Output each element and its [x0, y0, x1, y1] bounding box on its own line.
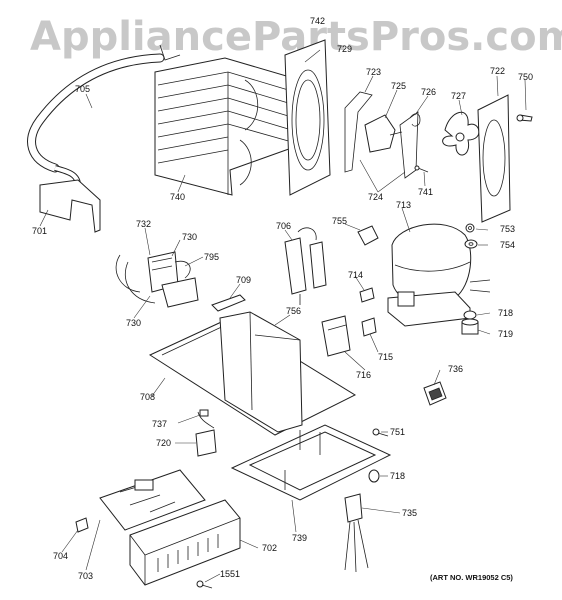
part-755-grommet[interactable]: [357, 225, 379, 246]
callout-705: 705: [75, 84, 90, 94]
callout-726: 726: [421, 87, 436, 97]
part-705-suction-tube[interactable]: [27, 53, 165, 191]
callout-736: 736: [448, 364, 463, 374]
part-1551-screw[interactable]: [196, 580, 213, 589]
callout-753: 753: [500, 224, 515, 234]
part-706-drier[interactable]: [284, 227, 327, 305]
part-714-switch[interactable]: [359, 287, 375, 303]
callout-715: 715: [378, 352, 393, 362]
callout-735: 735: [402, 508, 417, 518]
callout-737: 737: [152, 419, 167, 429]
part-704-clip[interactable]: [75, 517, 89, 533]
part-720-relay[interactable]: [195, 429, 217, 457]
callout-729: 729: [337, 44, 352, 54]
part-729-fan-shroud[interactable]: [284, 39, 331, 196]
part-750-screw[interactable]: [516, 114, 533, 122]
callout-713: 713: [396, 200, 411, 210]
part-703-control-board[interactable]: [99, 469, 206, 531]
part-718-grommet[interactable]: [463, 310, 477, 320]
callout-703: 703: [78, 571, 93, 581]
callout-708: 708: [140, 392, 155, 402]
part-709-insulator[interactable]: [211, 294, 246, 312]
callout-716: 716: [356, 370, 371, 380]
callout-732: 732: [136, 219, 151, 229]
part-726-clip[interactable]: [409, 113, 421, 127]
part-719-grommet[interactable]: [461, 318, 479, 335]
callout-725: 725: [391, 81, 406, 91]
callout-1551: 1551: [220, 569, 240, 579]
callout-727: 727: [451, 91, 466, 101]
part-725-fan-motor[interactable]: [364, 114, 403, 153]
art-number: (ART NO. WR19052 C5): [430, 573, 513, 582]
part-722-rear-shroud[interactable]: [477, 94, 511, 223]
part-754-washer[interactable]: [464, 239, 478, 249]
callout-730-lower: 730: [126, 318, 141, 328]
callout-756: 756: [286, 306, 301, 316]
leader-lines: [39, 49, 527, 583]
part-753-nut[interactable]: [465, 223, 475, 233]
callout-750: 750: [518, 72, 533, 82]
callout-706: 706: [276, 221, 291, 231]
callout-730-upper: 730: [182, 232, 197, 242]
part-715-terminal[interactable]: [361, 317, 377, 337]
callout-741: 741: [418, 187, 433, 197]
callout-718-upper: 718: [498, 308, 513, 318]
part-716-cover[interactable]: [321, 315, 351, 357]
callout-714: 714: [348, 270, 363, 280]
part-736-switch[interactable]: [423, 381, 447, 406]
callout-723: 723: [366, 67, 381, 77]
callout-702: 702: [262, 543, 277, 553]
callout-724: 724: [368, 192, 383, 202]
callout-722: 722: [490, 66, 505, 76]
callout-751: 751: [390, 427, 405, 437]
part-718-lower-grommet[interactable]: [368, 469, 380, 483]
part-735-power-cord[interactable]: [344, 493, 369, 573]
callout-719: 719: [498, 329, 513, 339]
part-713-compressor[interactable]: [387, 223, 491, 327]
part-739-mount-frame[interactable]: [230, 424, 392, 501]
part-751-screw[interactable]: [372, 428, 389, 437]
callout-742: 742: [310, 16, 325, 26]
part-702-cover[interactable]: [129, 499, 241, 586]
callout-755: 755: [332, 216, 347, 226]
callout-740: 740: [170, 192, 185, 202]
part-727-fan-blade[interactable]: [442, 112, 480, 156]
callout-701: 701: [32, 226, 47, 236]
callout-704: 704: [53, 551, 68, 561]
part-741-screw[interactable]: [414, 165, 429, 173]
callout-labels: 705 701 740 742 729 723 725 726 727 722 …: [32, 16, 533, 581]
part-732-730-795-relay-assembly[interactable]: [115, 251, 199, 308]
part-737-thermostat[interactable]: [197, 409, 215, 429]
callout-720: 720: [156, 438, 171, 448]
callout-739: 739: [292, 533, 307, 543]
part-701-bracket[interactable]: [39, 179, 101, 233]
part-756-divider[interactable]: [219, 311, 303, 433]
callout-754: 754: [500, 240, 515, 250]
part-740-condenser[interactable]: [154, 44, 301, 196]
callout-718-lower: 718: [390, 471, 405, 481]
callout-795: 795: [204, 252, 219, 262]
callout-709: 709: [236, 275, 251, 285]
